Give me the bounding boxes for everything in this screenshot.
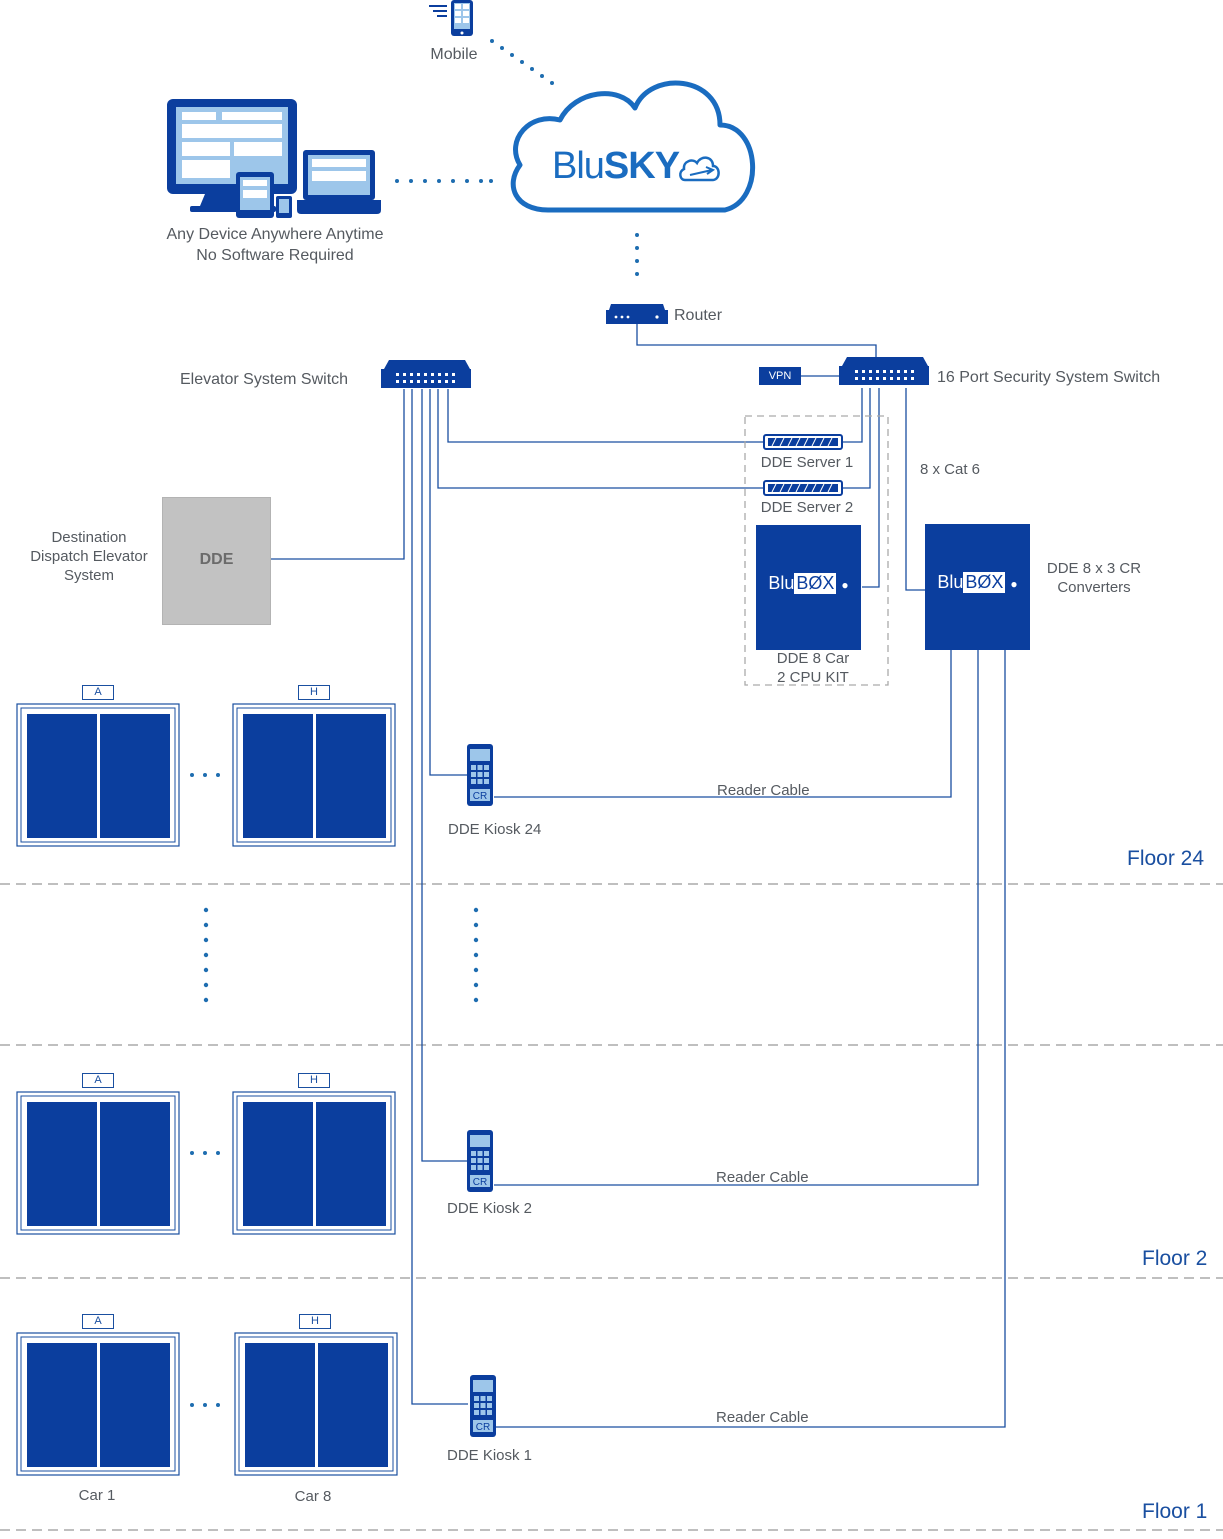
server-2-icon [763, 480, 843, 496]
reader-cable-label-1: Reader Cable [716, 1409, 809, 1426]
kiosk-1-reader: CR [475, 1422, 491, 1433]
wireless-dotted-links [395, 39, 639, 276]
reader-cable-label-24: Reader Cable [717, 782, 810, 799]
security-switch-icon [839, 357, 929, 385]
kiosk-24-label: DDE Kiosk 24 [448, 821, 542, 838]
devices-label-line2: No Software Required [196, 247, 354, 264]
server-2-label: DDE Server 2 [760, 499, 854, 516]
devices-label-line1: Any Device Anywhere Anytime [166, 226, 384, 243]
elevator-switch-icon [381, 360, 471, 388]
vpn-box: VPN [759, 367, 801, 385]
car-last-label: Car 8 [294, 1488, 332, 1505]
elevator-car-a-floor2 [16, 1091, 180, 1235]
car-tag-a: A [82, 685, 114, 700]
dde-system-label-line2: Dispatch Elevator [30, 548, 148, 565]
kiosk-1-label: DDE Kiosk 1 [447, 1447, 533, 1464]
dde-system-label-line1: Destination [51, 529, 127, 546]
floor-2-label: Floor 2 [1142, 1247, 1208, 1270]
kit-label-line1: DDE 8 Car [776, 650, 850, 667]
cat6-label: 8 x Cat 6 [920, 461, 981, 478]
router-icon [606, 304, 668, 324]
elevator-switch-label: Elevator System Switch [180, 371, 349, 388]
kiosk-2-reader: CR [472, 1177, 488, 1188]
dde-system-label-line3: System [63, 567, 114, 584]
cloud-logo-icon [679, 156, 720, 182]
floor-ellipsis [190, 773, 479, 1407]
kit-outline [744, 415, 889, 686]
car-tag-a: A [82, 1314, 114, 1329]
kiosk-24-reader: CR [472, 791, 488, 802]
converters-label-line2: Converters [1057, 579, 1131, 596]
dde-box-label: DDE [199, 551, 234, 568]
car-tag-h: H [298, 1073, 330, 1088]
devices-icon [167, 99, 381, 218]
car-tag-h: H [299, 1314, 331, 1329]
converters-label-line1: DDE 8 x 3 CR [1046, 560, 1142, 577]
kiosk-2-label: DDE Kiosk 2 [447, 1200, 533, 1217]
elevator-car-h-floor24 [232, 703, 396, 847]
floor-separators [0, 883, 1223, 1531]
server-1-icon [763, 434, 843, 450]
elevator-car-a-floor24 [16, 703, 180, 847]
dde-system-box: DDE [162, 497, 271, 625]
car-tag-h: H [298, 685, 330, 700]
mobile-phone-icon [429, 0, 473, 36]
security-switch-label: 16 Port Security System Switch [937, 369, 1161, 386]
elevator-car-a-floor1 [16, 1332, 180, 1476]
car-tag-a: A [82, 1073, 114, 1088]
blusky-logo: BluSKY [552, 145, 680, 187]
floor-1-label: Floor 1 [1142, 1500, 1208, 1523]
elevator-car-h-floor2 [232, 1091, 396, 1235]
server-1-label: DDE Server 1 [760, 454, 854, 471]
car-first-label: Car 1 [78, 1487, 116, 1504]
reader-cable-label-2: Reader Cable [716, 1169, 809, 1186]
router-label: Router [674, 307, 723, 324]
mobile-label: Mobile [430, 46, 478, 63]
network-cables [269, 324, 1006, 1428]
elevator-car-h-floor1 [234, 1332, 398, 1476]
kit-label-line2: 2 CPU KIT [777, 669, 849, 686]
floor-24-label: Floor 24 [1127, 847, 1205, 870]
